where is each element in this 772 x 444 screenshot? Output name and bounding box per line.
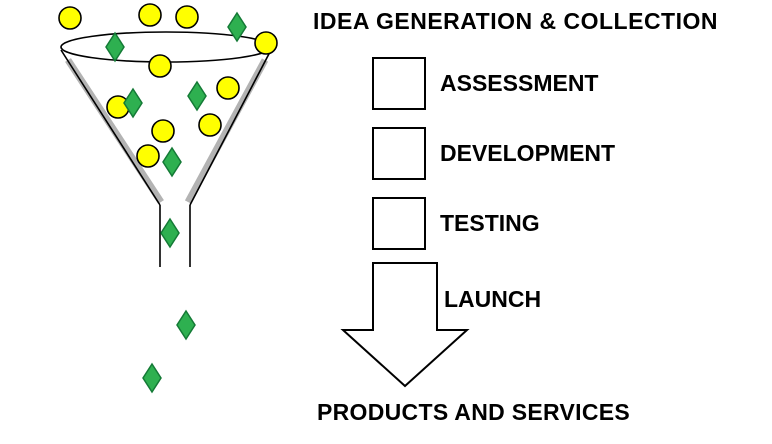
stage-label-testing: TESTING — [440, 210, 540, 236]
diagram-title: IDEA GENERATION & COLLECTION — [313, 8, 718, 34]
idea-circle — [138, 3, 162, 27]
idea-circle — [254, 31, 278, 55]
launch-arrow-icon — [340, 262, 470, 388]
footer-title: PRODUCTS AND SERVICES — [317, 399, 631, 425]
stage-box-testing — [372, 197, 426, 250]
selected-idea-diamond — [123, 87, 143, 119]
stage-row-development: DEVELOPMENT — [372, 127, 615, 180]
funnel-shade-left — [65, 58, 164, 204]
idea-circle — [151, 119, 175, 143]
selected-idea-diamond — [187, 80, 207, 112]
idea-circle — [198, 113, 222, 137]
stage-row-testing: TESTING — [372, 197, 540, 250]
selected-idea-diamond — [176, 309, 196, 341]
idea-circle — [216, 76, 240, 100]
idea-circle — [58, 6, 82, 30]
stage-box-development — [372, 127, 426, 180]
launch-label: LAUNCH — [444, 286, 542, 312]
selected-idea-diamond — [105, 31, 125, 63]
stage-row-assessment: ASSESSMENT — [372, 57, 598, 110]
idea-circle — [136, 144, 160, 168]
idea-circle — [175, 5, 199, 29]
stage-label-development: DEVELOPMENT — [440, 140, 616, 166]
funnel-wall-left — [60, 49, 161, 206]
selected-idea-diamond — [160, 217, 180, 249]
idea-circle — [148, 54, 172, 78]
selected-idea-diamond — [227, 11, 247, 43]
selected-idea-diamond — [142, 362, 162, 394]
stage-box-assessment — [372, 57, 426, 110]
funnel-icon — [58, 3, 278, 394]
funnel-wall-right — [189, 49, 272, 206]
launch-arrow-shape — [340, 262, 470, 388]
funnel-items — [58, 3, 278, 394]
funnel-shade-right — [184, 58, 269, 204]
stage-label-assessment: ASSESSMENT — [440, 70, 599, 96]
selected-idea-diamond — [162, 146, 182, 178]
